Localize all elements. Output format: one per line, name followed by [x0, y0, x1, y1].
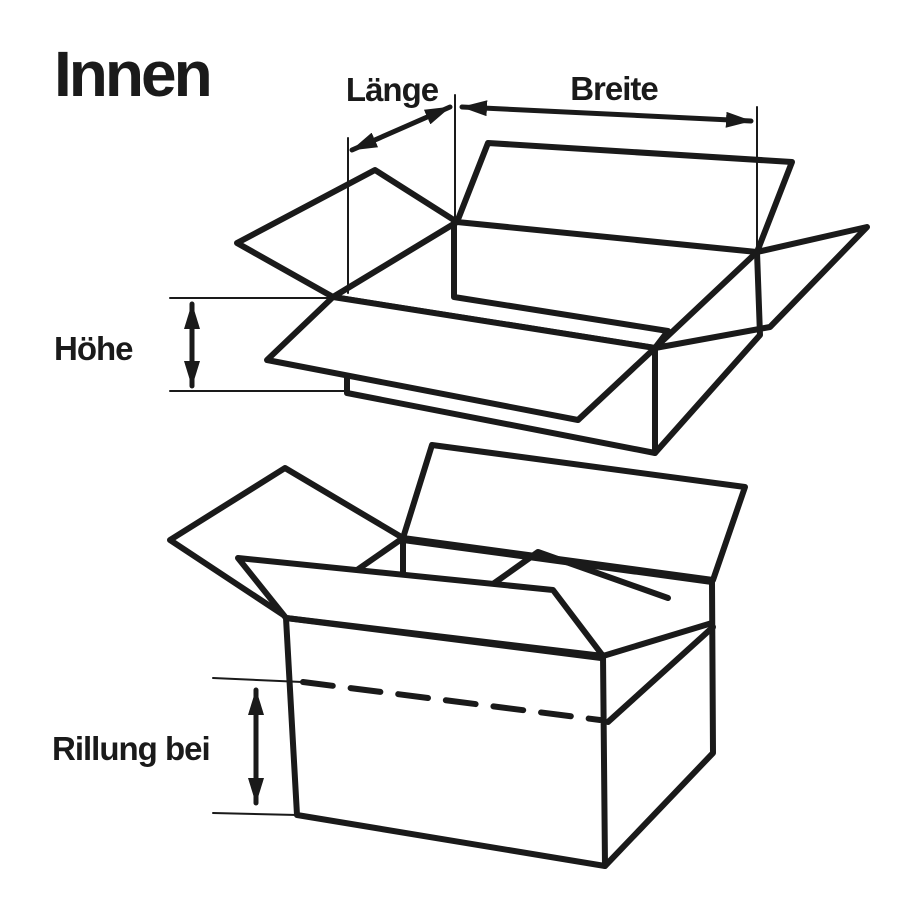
bottom-box-back-flap	[400, 442, 748, 583]
bottom-box-right-flap-edge	[605, 624, 716, 725]
dimension-annotations: Innen Länge Breite Höhe Rillung bei	[52, 38, 758, 816]
page-title: Innen	[54, 38, 210, 110]
bottom-box-figure	[167, 442, 748, 869]
rillung-label: Rillung bei	[52, 730, 210, 767]
top-box-front-flap	[264, 294, 658, 423]
bottom-box-inner-flap	[490, 549, 671, 601]
breite-arrow	[459, 100, 754, 128]
bottom-box-right-wall-edges	[602, 579, 716, 869]
rillung-extension-line-bottom	[212, 812, 298, 816]
top-box-figure	[234, 140, 870, 456]
rillung-extension-line-top	[212, 677, 303, 683]
bottom-box-front-top-edge	[283, 615, 604, 661]
top-box-back-flap	[454, 140, 795, 255]
bottom-box-back-top-edge	[400, 537, 715, 585]
crease-dashed-line	[300, 679, 603, 723]
bottom-box-front-inner-flap	[235, 555, 606, 659]
hoehe-label: Höhe	[54, 330, 133, 367]
top-box-interior-edges	[451, 219, 671, 351]
laenge-arrow	[349, 104, 453, 153]
bottom-box-body-edges	[283, 615, 608, 869]
bottom-box-right-wall-top-edge	[600, 620, 715, 659]
laenge-label: Länge	[346, 71, 439, 108]
breite-label: Breite	[570, 70, 658, 107]
